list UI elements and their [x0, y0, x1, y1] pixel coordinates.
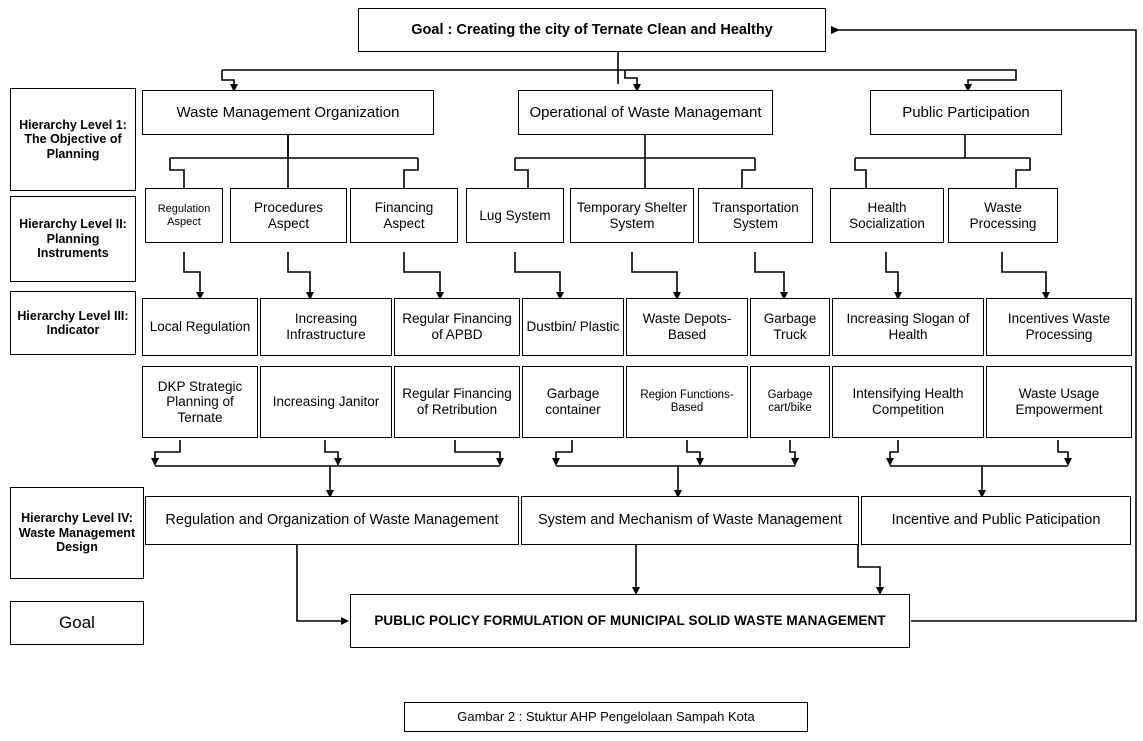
level3-label: Local Regulation	[149, 319, 251, 335]
level3-box-garbage-cart-bike: Garbage cart/bike	[750, 366, 830, 438]
level1-label: Waste Management Organization	[176, 103, 400, 121]
level3-label: Waste Depots-Based	[642, 311, 732, 342]
level3-label: Increasing Slogan of Health	[846, 311, 970, 342]
level2-box-transportation-system: Transportation System	[698, 188, 813, 243]
level3-label: Waste Usage Empowerment	[1015, 386, 1103, 417]
level3-box-local-regulation: Local Regulation	[142, 298, 258, 356]
level3-box-dkp-strategic-planning-of-ternate: DKP Strategic Planning of Ternate	[142, 366, 258, 438]
level3-box-waste-usage-empowerment: Waste Usage Empowerment	[986, 366, 1132, 438]
level-label-3-text: Hierarchy Level III: Indicator	[17, 308, 129, 338]
level3-label: Regular Financing of Retribution	[402, 386, 512, 417]
level2-box-lug-system: Lug System	[466, 188, 564, 243]
level4-label: Regulation and Organization of Waste Man…	[165, 512, 499, 529]
level3-label: Dustbin/ Plastic	[526, 319, 620, 335]
level3-label: Regular Financing of APBD	[402, 311, 512, 342]
level1-box-waste-management-organization: Waste Management Organization	[142, 90, 434, 135]
level2-label: Financing Aspect	[374, 199, 434, 231]
level-label-2: Hierarchy Level II: Planning Instruments	[10, 196, 136, 282]
level4-label: System and Mechanism of Waste Management	[537, 512, 843, 529]
level3-label: Garbage Truck	[763, 311, 817, 342]
level-label-goal: Goal	[10, 601, 144, 645]
level3-box-dustbin-plastic: Dustbin/ Plastic	[522, 298, 624, 356]
level2-box-financing-aspect: Financing Aspect	[350, 188, 458, 243]
level3-box-region-functions-based: Region Functions-Based	[626, 366, 748, 438]
level3-box-waste-depots-based: Waste Depots-Based	[626, 298, 748, 356]
level3-box-garbage-truck: Garbage Truck	[750, 298, 830, 356]
level-label-2-text: Hierarchy Level II: Planning Instruments	[19, 217, 127, 261]
level-label-1: Hierarchy Level 1: The Objective of Plan…	[10, 88, 136, 191]
level-label-3: Hierarchy Level III: Indicator	[10, 291, 136, 355]
level-label-4-text: Hierarchy Level IV: Waste Management Des…	[18, 511, 136, 555]
level2-box-health-socialization: Health Socialization	[830, 188, 944, 243]
level3-box-intensifying-health-competition: Intensifying Health Competition	[832, 366, 984, 438]
level3-label: Garbage container	[545, 386, 601, 417]
level3-box-increasing-slogan-of-health: Increasing Slogan of Health	[832, 298, 984, 356]
level4-box-incentive-and-public-paticipation: Incentive and Public Paticipation	[861, 496, 1131, 545]
level-label-1-text: Hierarchy Level 1: The Objective of Plan…	[19, 117, 127, 161]
level2-box-waste-processing: Waste Processing	[948, 188, 1058, 243]
level4-box-regulation-and-organization-of-waste-management: Regulation and Organization of Waste Man…	[145, 496, 519, 545]
level3-box-garbage-container: Garbage container	[522, 366, 624, 438]
level3-label: Incentives Waste Processing	[1007, 311, 1111, 342]
level2-label: Lug System	[479, 207, 551, 223]
final-output-box: PUBLIC POLICY FORMULATION OF MUNICIPAL S…	[350, 594, 910, 648]
final-output-text: PUBLIC POLICY FORMULATION OF MUNICIPAL S…	[374, 613, 886, 629]
goal-text: Goal : Creating the city of Ternate Clea…	[411, 21, 773, 38]
level1-label: Operational of Waste Managemant	[529, 103, 762, 121]
level3-box-regular-financing-of-retribution: Regular Financing of Retribution	[394, 366, 520, 438]
figure-caption-text: Gambar 2 : Stuktur AHP Pengelolaan Sampa…	[457, 709, 755, 725]
level1-label: Public Participation	[902, 103, 1030, 121]
level2-label: Procedures Aspect	[253, 199, 324, 231]
level2-label: Regulation Aspect	[157, 202, 211, 228]
level3-label: DKP Strategic Planning of Ternate	[157, 378, 243, 425]
level2-box-procedures-aspect: Procedures Aspect	[230, 188, 347, 243]
level2-label: Transportation System	[712, 199, 799, 231]
level3-box-increasing-janitor: Increasing Janitor	[260, 366, 392, 438]
level3-label: Region Functions-Based	[640, 388, 734, 414]
level2-label: Waste Processing	[969, 199, 1037, 231]
level-label-goal-text: Goal	[59, 613, 95, 633]
level3-label: Intensifying Health Competition	[852, 386, 964, 417]
level1-box-public-participation: Public Participation	[870, 90, 1062, 135]
level4-label: Incentive and Public Paticipation	[891, 512, 1101, 529]
level2-label: Health Socialization	[849, 199, 925, 231]
level2-label: Temporary Shelter System	[576, 199, 688, 231]
level3-label: Increasing Janitor	[272, 394, 380, 410]
level4-box-system-and-mechanism-of-waste-management: System and Mechanism of Waste Management	[521, 496, 859, 545]
goal-box: Goal : Creating the city of Ternate Clea…	[358, 8, 826, 52]
level3-label: Increasing Infrastructure	[286, 311, 366, 342]
level3-box-incentives-waste-processing: Incentives Waste Processing	[986, 298, 1132, 356]
level3-box-regular-financing-of-apbd: Regular Financing of APBD	[394, 298, 520, 356]
level-label-4: Hierarchy Level IV: Waste Management Des…	[10, 487, 144, 579]
level1-box-operational-of-waste-management: Operational of Waste Managemant	[518, 90, 773, 135]
figure-caption: Gambar 2 : Stuktur AHP Pengelolaan Sampa…	[404, 702, 808, 732]
level3-label: Garbage cart/bike	[767, 388, 813, 414]
level2-box-temporary-shelter-system: Temporary Shelter System	[570, 188, 694, 243]
level2-box-regulation-aspect: Regulation Aspect	[145, 188, 223, 243]
level3-box-increasing-infrastructure: Increasing Infrastructure	[260, 298, 392, 356]
